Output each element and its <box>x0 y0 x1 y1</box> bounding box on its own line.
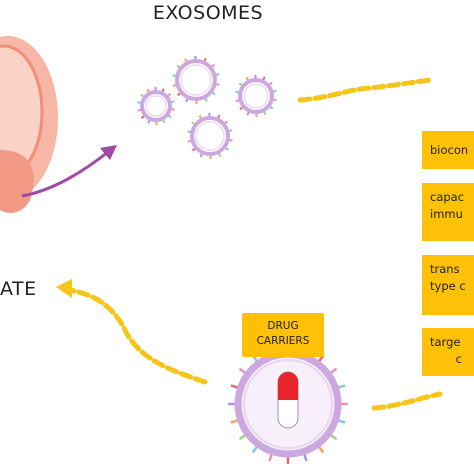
carrier-spike <box>268 454 273 462</box>
exosomes-title: EXOSOMES <box>152 2 264 24</box>
dashed-return-arrow <box>56 279 208 385</box>
property-box-biocompatibility: biocon <box>422 131 474 169</box>
carrier-spike <box>251 446 258 454</box>
carrier-spike <box>303 454 308 462</box>
drug-carrier-vesicle <box>228 344 348 464</box>
carrier-spike <box>230 419 238 424</box>
exosome-cluster <box>137 55 277 160</box>
dashed-path-bottom <box>371 391 443 411</box>
property-box-transfer-type: trans type c <box>422 255 474 315</box>
exosome-vesicle <box>172 55 220 105</box>
prostate-illustration <box>0 36 58 213</box>
carrier-spike <box>330 434 338 441</box>
release-arrow <box>21 145 117 198</box>
carrier-spike <box>330 367 338 374</box>
carrier-spike <box>338 384 346 389</box>
exosome-vesicle <box>235 74 277 118</box>
property-box-immune-capacity: capac immu <box>422 183 474 241</box>
dashed-path-top <box>297 77 433 103</box>
drug-carriers-box: DRUG CARRIERS <box>242 313 324 357</box>
exosome-vesicle <box>187 112 233 160</box>
carrier-spike <box>318 446 325 454</box>
carrier-spike <box>238 367 246 374</box>
organ-label: ATE <box>0 278 37 300</box>
capsule-icon <box>277 371 299 429</box>
exosome-vesicle <box>137 86 175 126</box>
carrier-spike <box>238 434 246 441</box>
property-box-targeting: targe c <box>422 328 474 376</box>
carrier-spike <box>338 419 346 424</box>
carrier-spike <box>230 384 238 389</box>
